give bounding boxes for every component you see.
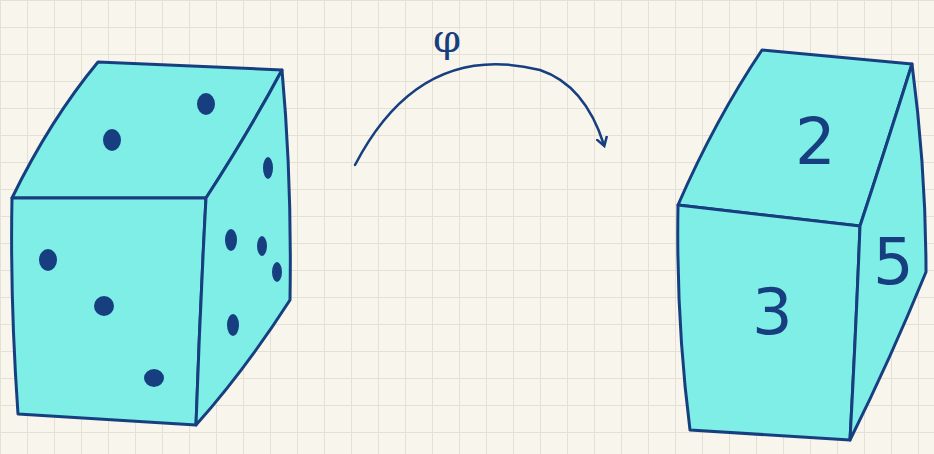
mapping-arrow — [355, 64, 604, 165]
die-front-face — [12, 198, 206, 425]
face-number: 2 — [795, 110, 836, 174]
die-front-face — [678, 205, 860, 440]
die-pip — [271, 261, 283, 283]
die-pip — [38, 248, 58, 272]
die-pip — [262, 156, 274, 180]
die-pip — [143, 368, 165, 388]
die-side-face — [850, 64, 926, 440]
die-pip — [196, 92, 216, 116]
die-pip — [226, 313, 240, 337]
die-pip — [256, 235, 268, 257]
die-side-face — [196, 70, 290, 425]
map-symbol: φ — [433, 18, 461, 58]
die-pip — [93, 295, 115, 317]
die-face-number: 3 — [744, 276, 801, 348]
die-face-number: 2 — [787, 106, 844, 178]
die-pip — [102, 128, 122, 152]
die-face-number: 5 — [865, 226, 922, 298]
die-pip — [224, 228, 238, 252]
face-number: 5 — [873, 230, 914, 294]
face-number: 3 — [752, 280, 793, 344]
